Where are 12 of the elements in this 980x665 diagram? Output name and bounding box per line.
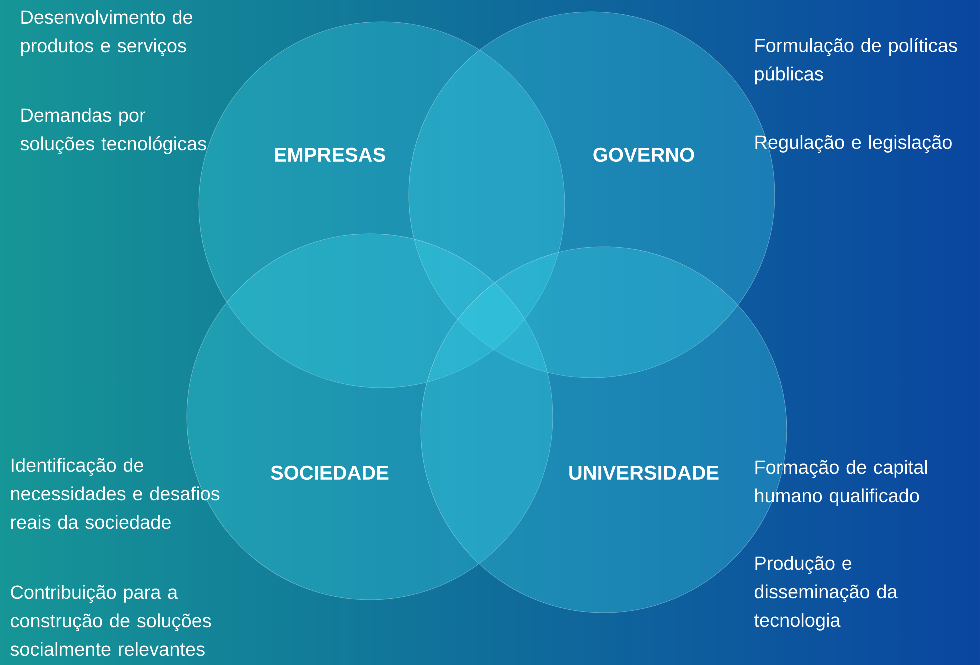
description-text: Formulação de políticas públicas (755, 38, 958, 85)
description-text: Demandas por soluções tecnológicas (20, 108, 206, 154)
description-text: Contribuição para a construção de soluções socialmente relevantes (10, 585, 212, 656)
circle-label: EMPRESAS (275, 148, 386, 162)
description-text: Produção e disseminação da tecnologia (754, 556, 898, 631)
circle-label: GOVERNO (594, 148, 694, 162)
circle-label: UNIVERSIDADE (570, 466, 719, 480)
description-text: Desenvolvimento de produtos e serviços (21, 10, 193, 56)
circle-label: SOCIEDADE (271, 466, 389, 480)
description-text: Identificação de necessidades e desafios reais da sociedade (11, 458, 220, 530)
description-text: Formação de capital humano qualificado (756, 460, 928, 506)
description-text: Regulação e legislação (756, 135, 952, 153)
